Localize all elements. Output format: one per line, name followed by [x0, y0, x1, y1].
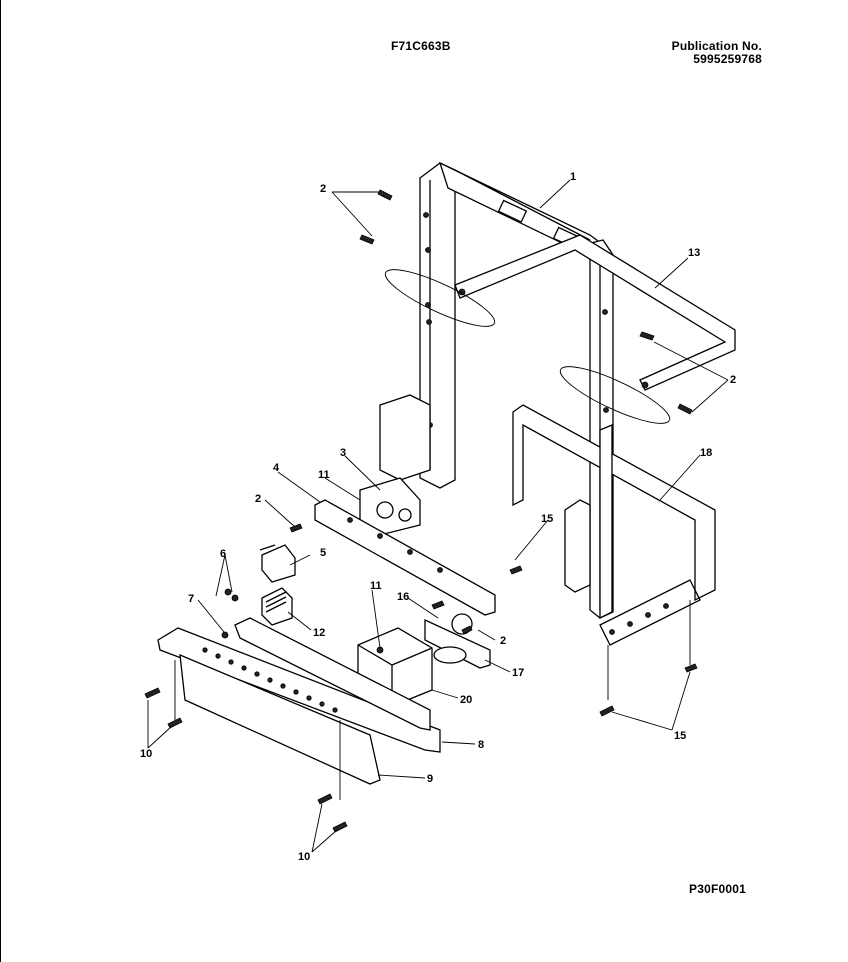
callout-11b: 11 — [370, 580, 382, 592]
figure-code: P30F0001 — [689, 882, 746, 896]
callout-12: 12 — [313, 627, 325, 639]
cross-arm-part-13 — [454, 234, 736, 391]
callout-15a: 15 — [541, 513, 553, 525]
toe-panel-part-9 — [179, 647, 381, 785]
callout-17: 17 — [512, 667, 524, 679]
callout-11a: 11 — [318, 469, 330, 481]
callout-9: 9 — [427, 773, 433, 785]
publication-label: Publication No. — [671, 39, 762, 53]
callout-5: 5 — [320, 547, 326, 559]
callout-8: 8 — [478, 739, 484, 751]
valve-assembly-part-3 — [359, 394, 431, 536]
callout-15b: 15 — [674, 730, 686, 742]
callout-13: 13 — [688, 247, 700, 259]
callout-2a: 2 — [320, 183, 326, 195]
switch-part-12 — [261, 587, 293, 626]
bracket-part-4 — [314, 499, 496, 616]
callout-labels: 1 2 13 2 18 3 4 11 2 15 5 6 11 16 7 12 2… — [140, 171, 736, 863]
base-plate-part-17 — [424, 613, 491, 669]
callout-2b: 2 — [730, 374, 736, 386]
callout-20: 20 — [460, 694, 472, 706]
callout-7: 7 — [188, 593, 194, 605]
callout-18: 18 — [700, 447, 712, 459]
callout-2c: 2 — [255, 493, 261, 505]
publication-number: 5995259768 — [693, 52, 762, 66]
callout-2d: 2 — [500, 635, 506, 647]
bracket-part-15 — [564, 424, 613, 620]
rail-frame-part-18 — [512, 404, 716, 646]
callout-16: 16 — [397, 591, 409, 603]
insulation-outline — [384, 269, 671, 424]
page-border-line — [0, 0, 1, 962]
callout-3: 3 — [340, 447, 346, 459]
callout-10a: 10 — [140, 748, 152, 760]
screw-icons — [144, 189, 698, 833]
callout-4: 4 — [273, 462, 280, 474]
callout-10b: 10 — [298, 851, 310, 863]
callout-6: 6 — [220, 548, 226, 560]
rail-part-8 — [157, 617, 441, 753]
model-number: F71C663B — [391, 39, 451, 53]
leader-lines — [147, 179, 729, 853]
switch-part-5 — [259, 544, 296, 583]
callout-1: 1 — [570, 171, 576, 183]
